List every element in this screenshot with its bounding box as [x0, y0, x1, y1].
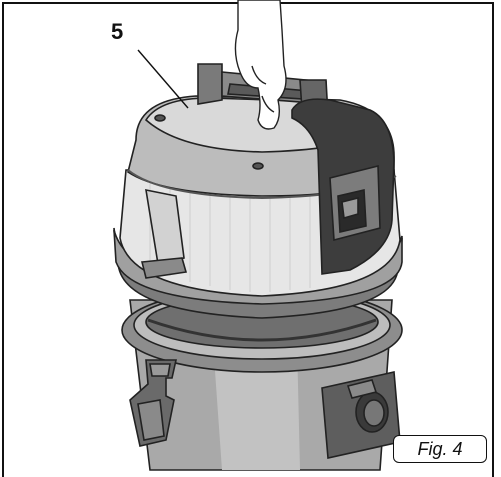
switch-housing — [291, 98, 395, 275]
callout-leader-line — [137, 49, 189, 109]
callout-number: 5 — [111, 19, 124, 44]
left-latch — [129, 359, 177, 447]
figure-caption: Fig. 4 — [393, 435, 487, 463]
hand — [234, 0, 287, 130]
inlet-port — [321, 371, 401, 459]
